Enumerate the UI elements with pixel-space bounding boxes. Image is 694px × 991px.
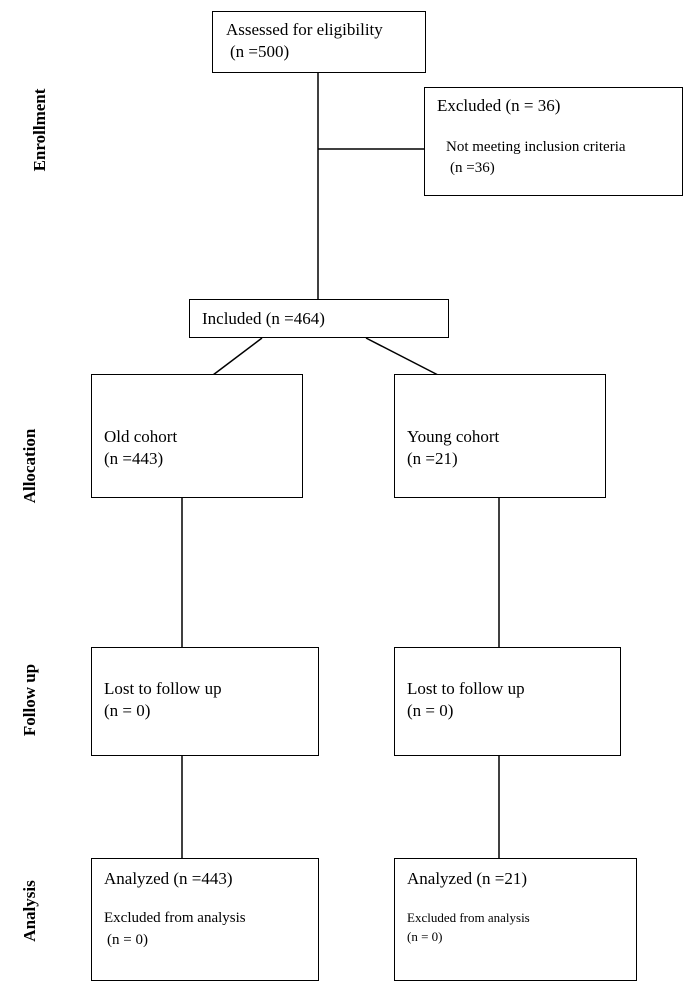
connector-included-to-old [212,337,263,376]
connector-included-to-young [365,337,439,376]
included-title: Included (n =464) [202,309,325,328]
included-box: Included (n =464) [189,299,449,338]
excluded-box: Excluded (n = 36) Not meeting inclusion … [424,87,683,196]
young-followup-title: Lost to follow up [407,679,525,698]
young-cohort-title: Young cohort [407,427,500,446]
young-followup-count: (n = 0) [407,701,454,720]
assessed-count: (n =500) [230,42,290,61]
assessed-box: Assessed for eligibility (n =500) [212,11,426,73]
old-cohort-analysis-box: Analyzed (n =443) Excluded from analysis… [91,858,319,981]
old-analysis-title: Analyzed (n =443) [104,869,233,888]
excluded-title: Excluded (n = 36) [437,96,561,115]
old-analysis-excluded: Excluded from analysis [104,910,246,926]
old-analysis-count: (n = 0) [107,932,148,948]
old-cohort-allocation-box: Old cohort (n =443) [91,374,303,498]
stage-label-analysis: Analysis [20,880,39,942]
stage-label-follow-up: Follow up [20,663,39,737]
old-followup-title: Lost to follow up [104,679,222,698]
young-cohort-analysis-box: Analyzed (n =21) Excluded from analysis … [394,858,637,981]
old-cohort-count: (n =443) [104,449,164,468]
young-analysis-title: Analyzed (n =21) [407,869,528,888]
young-cohort-allocation-box: Young cohort (n =21) [394,374,606,498]
young-cohort-followup-box: Lost to follow up (n = 0) [394,647,621,756]
old-cohort-title: Old cohort [104,427,178,446]
assessed-title: Assessed for eligibility [226,20,383,39]
stage-label-enrollment: Enrollment [30,88,49,172]
young-cohort-count: (n =21) [407,449,458,468]
young-analysis-excluded: Excluded from analysis [407,910,530,925]
old-cohort-followup-box: Lost to follow up (n = 0) [91,647,319,756]
young-analysis-count: (n = 0) [407,929,443,944]
old-followup-count: (n = 0) [104,701,151,720]
stage-label-allocation: Allocation [20,428,39,504]
excluded-count: (n =36) [450,160,495,176]
excluded-reason: Not meeting inclusion criteria [446,139,626,155]
